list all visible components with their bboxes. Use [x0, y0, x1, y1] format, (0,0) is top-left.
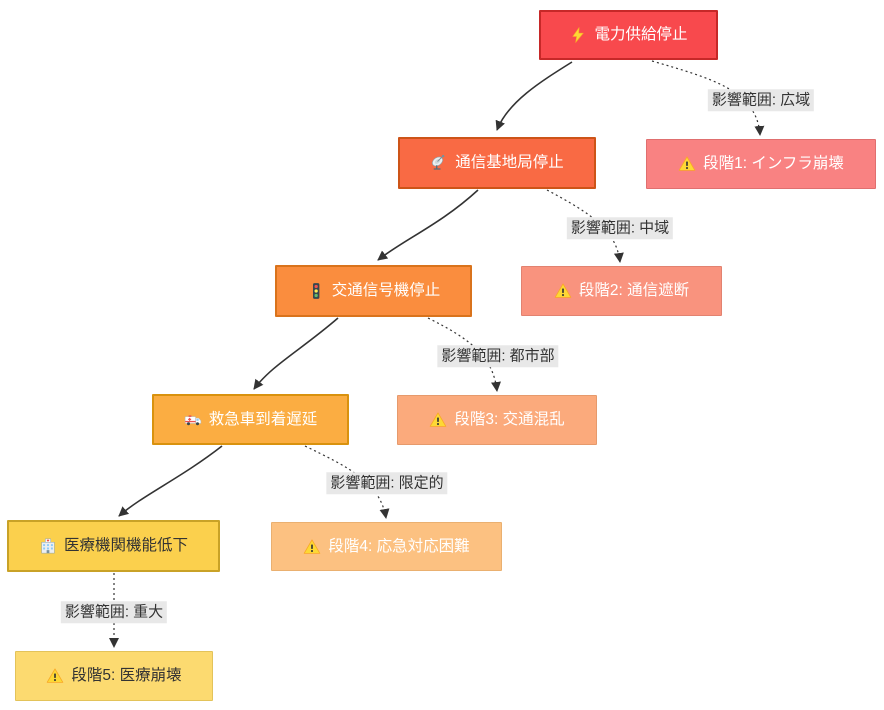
warning-icon — [429, 411, 447, 429]
node-stage2: 段階2: 通信遮断 — [521, 266, 722, 316]
ambulance-icon — [184, 411, 202, 429]
lightning-icon — [569, 26, 587, 44]
traffic-light-icon — [307, 282, 325, 300]
node-label: 段階3: 交通混乱 — [454, 411, 565, 429]
edge-power-to-telecom — [495, 61, 573, 131]
edge-label-telecom-to-stage2: 影響範囲: 中域 — [566, 217, 674, 239]
warning-icon — [303, 538, 321, 556]
node-stage3: 段階3: 交通混乱 — [397, 395, 597, 445]
edge-label-ambulance-to-stage4: 影響範囲: 限定的 — [326, 472, 448, 494]
node-hospital: 医療機関機能低下 — [7, 520, 220, 572]
edge-label-power-to-stage1: 影響範囲: 広域 — [707, 89, 815, 111]
hospital-icon — [39, 537, 57, 555]
edge-ambulance-to-hospital — [118, 445, 223, 517]
edge-telecom-to-traffic — [377, 189, 479, 261]
edge-power-to-stage1 — [651, 60, 765, 136]
warning-icon — [46, 667, 64, 685]
node-telecom: 通信基地局停止 — [398, 137, 596, 189]
edge-label-hospital-to-stage5: 影響範囲: 重大 — [60, 601, 168, 623]
node-stage1: 段階1: インフラ崩壊 — [646, 139, 876, 189]
node-traffic: 交通信号機停止 — [275, 265, 472, 317]
edge-traffic-to-ambulance — [253, 317, 339, 390]
node-stage4: 段階4: 応急対応困難 — [271, 522, 502, 571]
satellite-icon — [430, 154, 448, 172]
node-label: 段階4: 応急対応困難 — [328, 537, 470, 555]
node-ambulance: 救急車到着遅延 — [152, 394, 349, 445]
node-label: 交通信号機停止 — [331, 282, 441, 300]
node-power: 電力供給停止 — [539, 10, 718, 60]
node-label: 医療機関機能低下 — [63, 537, 188, 555]
node-label: 通信基地局停止 — [455, 154, 564, 172]
node-stage5: 段階5: 医療崩壊 — [15, 651, 213, 701]
node-label: 段階5: 医療崩壊 — [71, 667, 182, 685]
edge-label-traffic-to-stage3: 影響範囲: 都市部 — [437, 345, 559, 367]
warning-icon — [554, 282, 572, 300]
edge-ambulance-to-stage4 — [304, 445, 390, 519]
warning-icon — [678, 155, 696, 173]
node-label: 救急車到着遅延 — [208, 410, 318, 428]
node-label: 段階1: インフラ崩壊 — [703, 155, 844, 173]
node-label: 段階2: 通信遮断 — [578, 282, 690, 300]
node-label: 電力供給停止 — [594, 26, 688, 44]
